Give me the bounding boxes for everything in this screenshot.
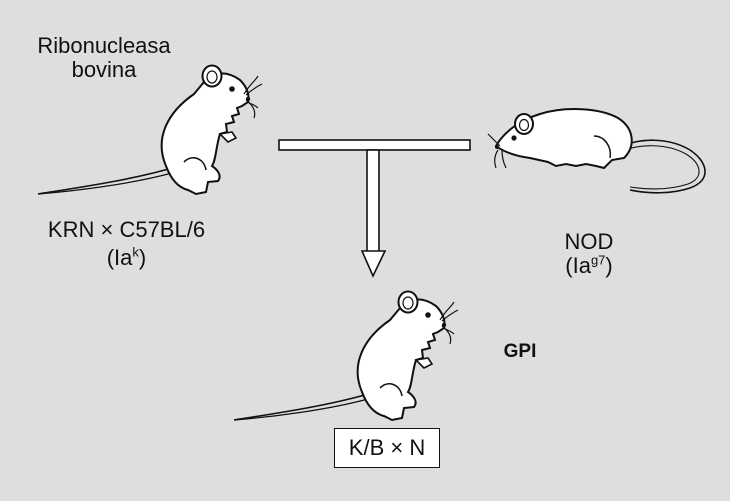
donor-antigen-line-1: Ribonucleasa <box>37 33 171 58</box>
mouse-walking-icon <box>487 108 706 194</box>
offspring-strain-label: K/B × N <box>348 435 426 460</box>
right-allele-close: ) <box>605 253 613 278</box>
mouse-rearing-icon-left <box>37 64 263 195</box>
left-allele-superscript: k <box>132 244 139 260</box>
left-allele-open: (Ia <box>106 245 133 270</box>
mouse-rearing-icon-offspring <box>233 290 459 421</box>
right-allele-superscript: g7 <box>590 252 606 268</box>
right-allele-label: (Iag7) <box>544 254 634 278</box>
left-allele-label: (Iak) <box>24 246 229 270</box>
right-allele-open: (Ia <box>565 253 591 278</box>
left-allele-close: ) <box>138 245 147 270</box>
left-strain-label: KRN × C57BL/6 <box>47 217 206 242</box>
right-strain-label: NOD <box>564 229 614 254</box>
donor-antigen-label: Ribonucleasa bovina <box>24 34 184 82</box>
offspring-strain-box: K/B × N <box>334 428 440 468</box>
antigen-label: GPI <box>503 341 537 362</box>
cross-arrow-icon <box>278 139 471 278</box>
donor-antigen-line-2: bovina <box>71 57 137 82</box>
